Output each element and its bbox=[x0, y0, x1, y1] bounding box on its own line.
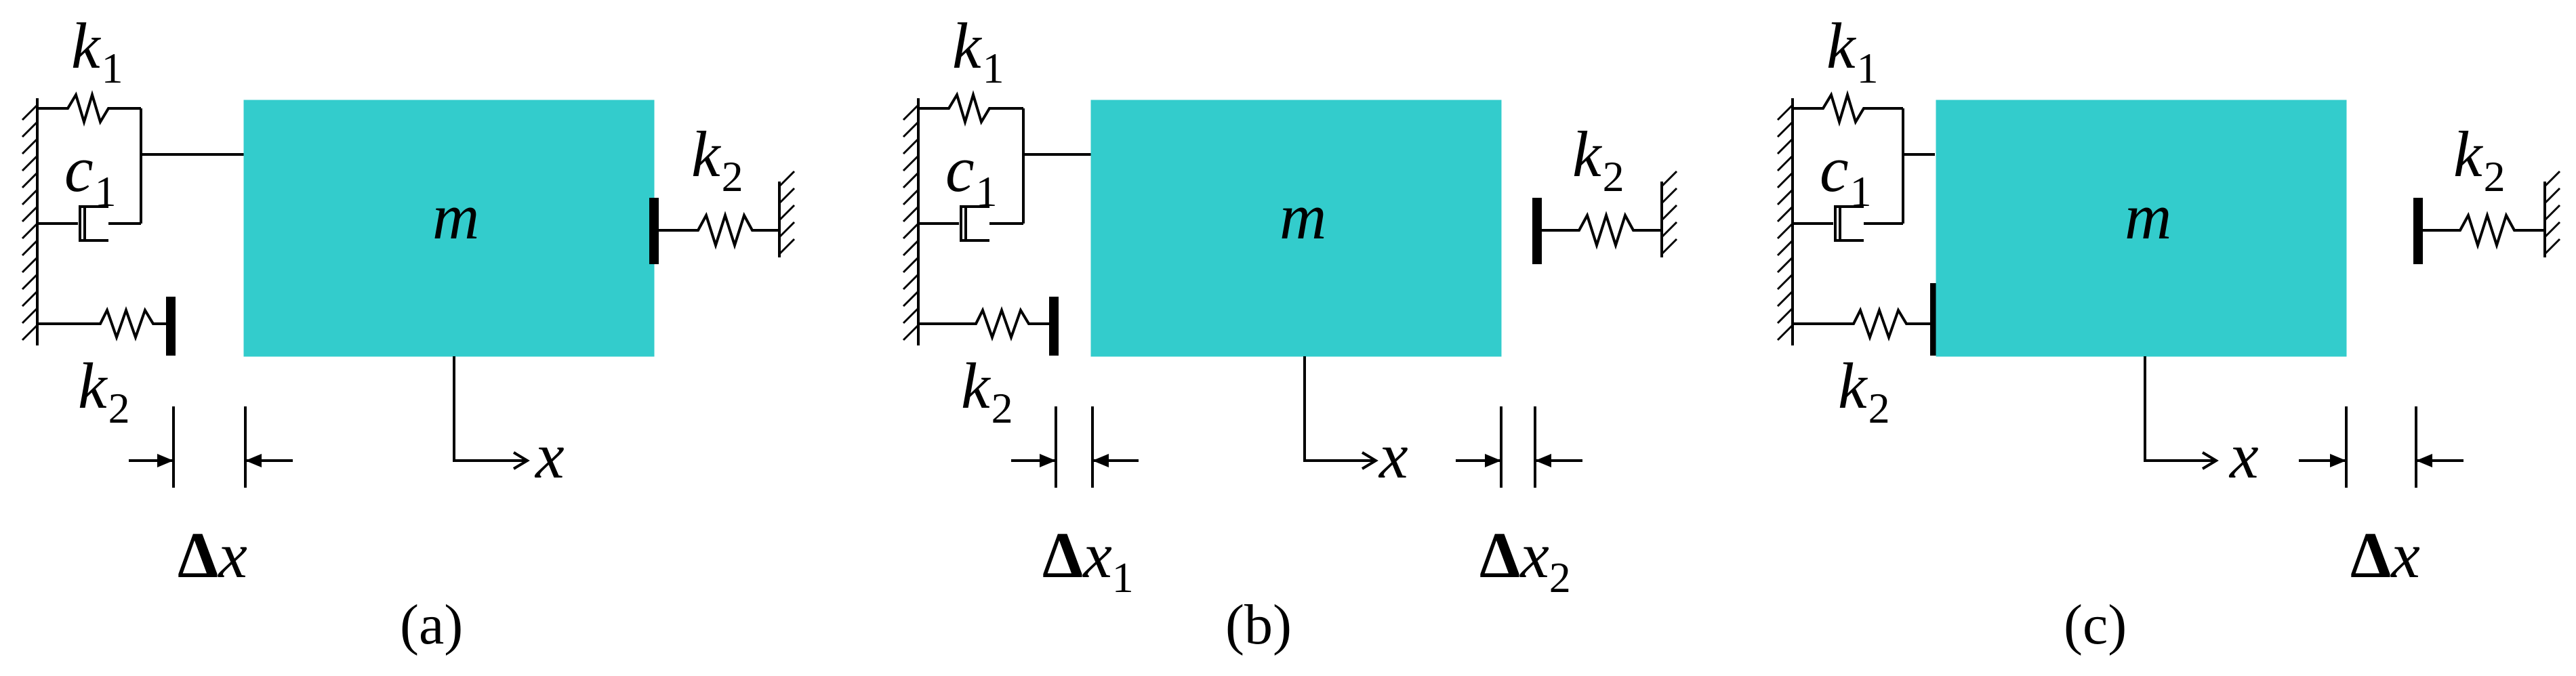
right-wall-b bbox=[1660, 170, 1678, 257]
left-wall-b bbox=[902, 98, 920, 345]
label-x-c: x bbox=[2228, 419, 2259, 492]
label-x-a: x bbox=[534, 419, 565, 492]
label-k2-right-c: k2 bbox=[2453, 118, 2506, 200]
damper-c1-a bbox=[37, 205, 141, 242]
label-k2-left-a: k2 bbox=[78, 350, 130, 432]
spring-k2-left-b bbox=[918, 305, 1050, 342]
label-k1-c: k1 bbox=[1826, 9, 1879, 92]
mass-label-c: m bbox=[2125, 180, 2171, 253]
left-wall-a bbox=[21, 98, 39, 345]
left-wall-c bbox=[1776, 98, 1794, 345]
spring-k1-b bbox=[918, 90, 1023, 127]
panel-b: m k1 c1 k2 k2 x bbox=[902, 9, 1678, 656]
damper-c1-b bbox=[918, 205, 1023, 242]
gap-dimension-right-b bbox=[1456, 406, 1582, 488]
mass-label-b: m bbox=[1280, 180, 1326, 253]
gap-dimension-c bbox=[2299, 406, 2463, 488]
label-k1-b: k1 bbox=[952, 9, 1004, 92]
label-k2-left-c: k2 bbox=[1838, 350, 1890, 432]
label-c1-a: c1 bbox=[64, 133, 117, 215]
spring-k2-right-c bbox=[2418, 211, 2545, 250]
gap-dimension-left-b bbox=[1011, 406, 1139, 488]
damper-c1-c bbox=[1793, 205, 1903, 242]
mass-block-c bbox=[1936, 100, 2347, 357]
spring-k2-left-c bbox=[1793, 305, 1931, 342]
label-k2-right-b: k2 bbox=[1572, 118, 1624, 200]
label-c1-b: c1 bbox=[945, 133, 998, 215]
label-gap-1-b: Δx1 bbox=[1042, 519, 1134, 601]
spring-k1-c bbox=[1793, 90, 1903, 127]
spring-k2-right-b bbox=[1537, 211, 1662, 250]
panel-caption-a: (a) bbox=[400, 593, 463, 656]
x-arrow-c bbox=[2144, 356, 2219, 470]
x-arrow-a bbox=[453, 356, 530, 470]
right-wall-c bbox=[2543, 170, 2561, 257]
label-gap-2-b: Δx2 bbox=[1479, 519, 1571, 601]
mass-block-a bbox=[243, 100, 655, 357]
label-k2-right-a: k2 bbox=[691, 118, 743, 200]
panel-c: m k1 c1 k2 k2 x Δx (c) bbox=[1776, 9, 2561, 656]
spring-k2-right-a bbox=[654, 211, 779, 250]
right-wall-a bbox=[778, 170, 796, 257]
mass-label-a: m bbox=[432, 180, 479, 253]
mass-block-b bbox=[1090, 100, 1502, 357]
panel-a: m k1 c1 k2 k2 x Δx (a) bbox=[21, 9, 796, 656]
label-x-b: x bbox=[1378, 419, 1408, 492]
label-gap-a: Δx bbox=[178, 519, 247, 591]
label-c1-c: c1 bbox=[1820, 133, 1872, 215]
spring-k1-a bbox=[37, 90, 141, 127]
label-gap-c: Δx bbox=[2350, 519, 2420, 591]
panel-caption-b: (b) bbox=[1225, 593, 1292, 656]
label-k1-a: k1 bbox=[71, 9, 123, 92]
x-arrow-b bbox=[1303, 356, 1378, 470]
spring-k2-left-a bbox=[37, 305, 168, 342]
panel-caption-c: (c) bbox=[2064, 593, 2127, 656]
gap-dimension-a bbox=[129, 406, 293, 488]
label-k2-left-b: k2 bbox=[961, 350, 1013, 432]
